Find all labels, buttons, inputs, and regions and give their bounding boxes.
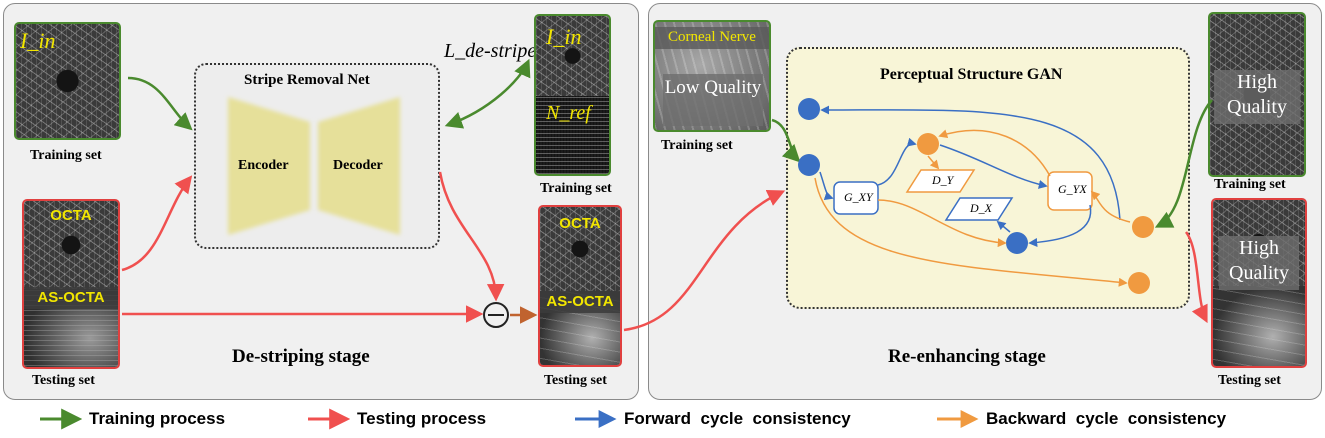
corneal-training-image: Corneal Nerve Low Quality <box>653 20 771 132</box>
legend-forward: Forward cycle consistency <box>624 409 851 428</box>
dy-shape <box>905 169 976 193</box>
encoder-label: Encoder <box>238 158 289 173</box>
high-quality-train-label: High Quality <box>1214 70 1300 124</box>
testing-input-image: OCTA AS-OCTA <box>22 199 120 369</box>
ref-input-label: I_in <box>546 24 582 49</box>
node-x-rec <box>1006 232 1028 254</box>
node-y <box>1132 216 1154 238</box>
asocta-label: AS-OCTA <box>37 289 105 306</box>
right-left-training-set-label: Training set <box>661 138 733 153</box>
node-x-top <box>798 98 820 120</box>
dx-shape <box>944 197 1014 221</box>
right-training-set-label: Training set <box>1214 177 1286 192</box>
reference-image: I_in N_ref <box>534 14 611 176</box>
ref-training-set-label: Training set <box>540 181 612 196</box>
dx-label: D_X <box>970 201 992 215</box>
high-quality-testing-image: High Quality <box>1211 198 1307 368</box>
training-input-label: I_in <box>20 28 56 53</box>
high-quality-test-label: High Quality <box>1219 236 1299 290</box>
gyx-label: G_YX <box>1058 182 1087 196</box>
octa-label: OCTA <box>50 207 92 224</box>
right-testing-set-label: Testing set <box>1218 373 1281 388</box>
left-testing-set-label: Testing set <box>32 373 95 388</box>
gan-box <box>786 47 1190 309</box>
node-y-fake <box>917 133 939 155</box>
legend-training: Training process <box>89 409 226 428</box>
decoder-label: Decoder <box>333 158 383 173</box>
node-y-bottom <box>1128 272 1150 294</box>
ref-noise-label: N_ref <box>546 102 591 124</box>
loss-label: L_de-stripe <box>444 40 537 62</box>
reenhancing-stage-label: Re-enhancing stage <box>888 346 1046 367</box>
output-testing-image: OCTA AS-OCTA <box>538 205 622 367</box>
high-quality-training-image: High Quality <box>1208 12 1306 177</box>
legend-testing: Testing process <box>357 409 487 428</box>
output-testing-set-label: Testing set <box>544 373 607 388</box>
output-asocta-label: AS-OCTA <box>546 293 614 310</box>
output-octa-label: OCTA <box>559 215 601 232</box>
corneal-label: Corneal Nerve <box>655 27 769 49</box>
left-training-set-label: Training set <box>30 148 102 163</box>
net-title: Stripe Removal Net <box>244 72 370 88</box>
subtract-operator <box>483 302 509 328</box>
gxy-box <box>833 181 879 215</box>
gan-title: Perceptual Structure GAN <box>880 66 1063 83</box>
node-x <box>798 154 820 176</box>
decoder-shape <box>318 97 400 235</box>
training-input-image: I_in <box>14 22 121 140</box>
legend-backward: Backward cycle consistency <box>986 409 1227 428</box>
low-quality-label: Low Quality <box>663 74 763 126</box>
destriping-stage-label: De-striping stage <box>232 346 370 367</box>
encoder-shape <box>228 97 310 235</box>
dy-label: D_Y <box>932 173 954 187</box>
gxy-label: G_XY <box>844 190 873 204</box>
